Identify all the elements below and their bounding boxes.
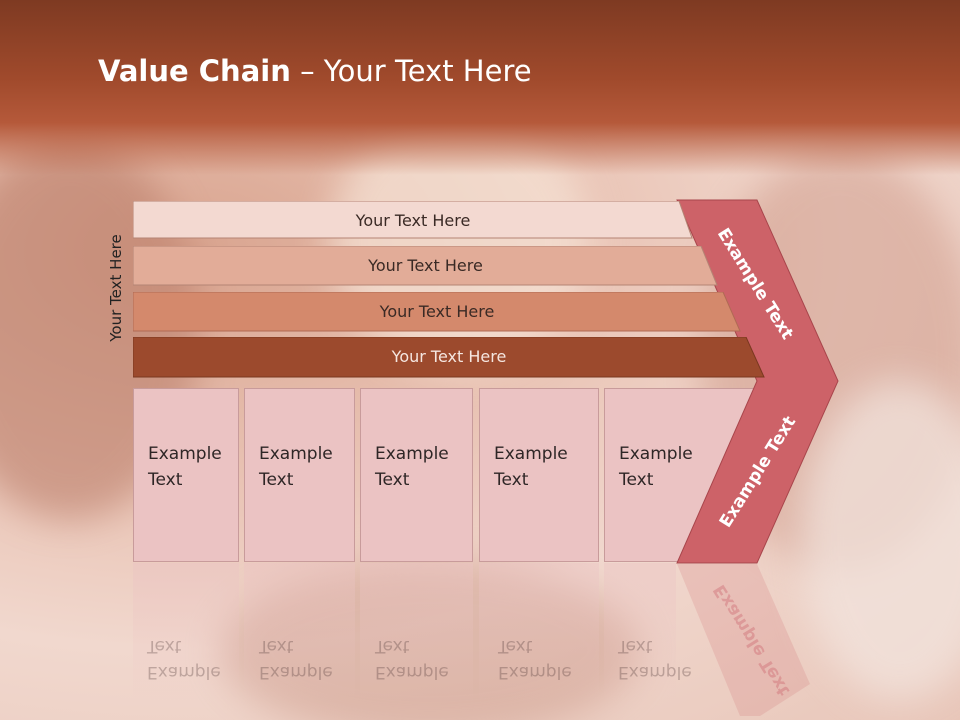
chain-row: Your Text Here bbox=[133, 201, 693, 239]
box-line2: Text bbox=[619, 470, 654, 490]
row-label: Your Text Here bbox=[355, 210, 471, 230]
box-line2: Text bbox=[494, 470, 529, 490]
activity-box: Example Text bbox=[133, 388, 239, 562]
background-photo-shape bbox=[220, 560, 640, 720]
box-reflection bbox=[360, 563, 473, 703]
chain-row: Your Text Here bbox=[133, 246, 718, 286]
box-line1: Example bbox=[375, 444, 449, 464]
slide-title: Value Chain – Your Text Here bbox=[98, 54, 532, 88]
row-shape bbox=[133, 337, 765, 378]
activity-box: Example Text bbox=[360, 388, 473, 562]
box-line1: Example bbox=[619, 444, 693, 464]
row-shape bbox=[133, 201, 693, 239]
box-line2: Text bbox=[259, 470, 294, 490]
box-reflection bbox=[479, 563, 599, 703]
row-label: Your Text Here bbox=[368, 255, 483, 275]
box-line2: Text bbox=[375, 470, 410, 490]
box-reflection bbox=[133, 563, 239, 703]
box-line1: Example bbox=[148, 444, 222, 464]
row-label: Your Text Here bbox=[379, 301, 495, 321]
row-label: Your Text Here bbox=[391, 346, 507, 366]
box-line1: Example bbox=[494, 444, 568, 464]
title-bar bbox=[0, 0, 960, 175]
row-shape bbox=[133, 292, 741, 332]
activity-box: Example Text bbox=[244, 388, 355, 562]
box-line1: Example bbox=[259, 444, 333, 464]
title-bold: Value Chain bbox=[98, 54, 291, 88]
activity-box: Example Text bbox=[479, 388, 599, 562]
box-reflection bbox=[244, 563, 355, 703]
chain-row: Your Text Here bbox=[133, 292, 741, 332]
background-photo-shape bbox=[800, 380, 960, 700]
box-reflection bbox=[604, 563, 676, 703]
row-shape bbox=[133, 246, 718, 286]
title-rest: – Your Text Here bbox=[290, 54, 532, 88]
chain-row: Your Text Here bbox=[133, 337, 765, 378]
box-line2: Text bbox=[148, 470, 183, 490]
